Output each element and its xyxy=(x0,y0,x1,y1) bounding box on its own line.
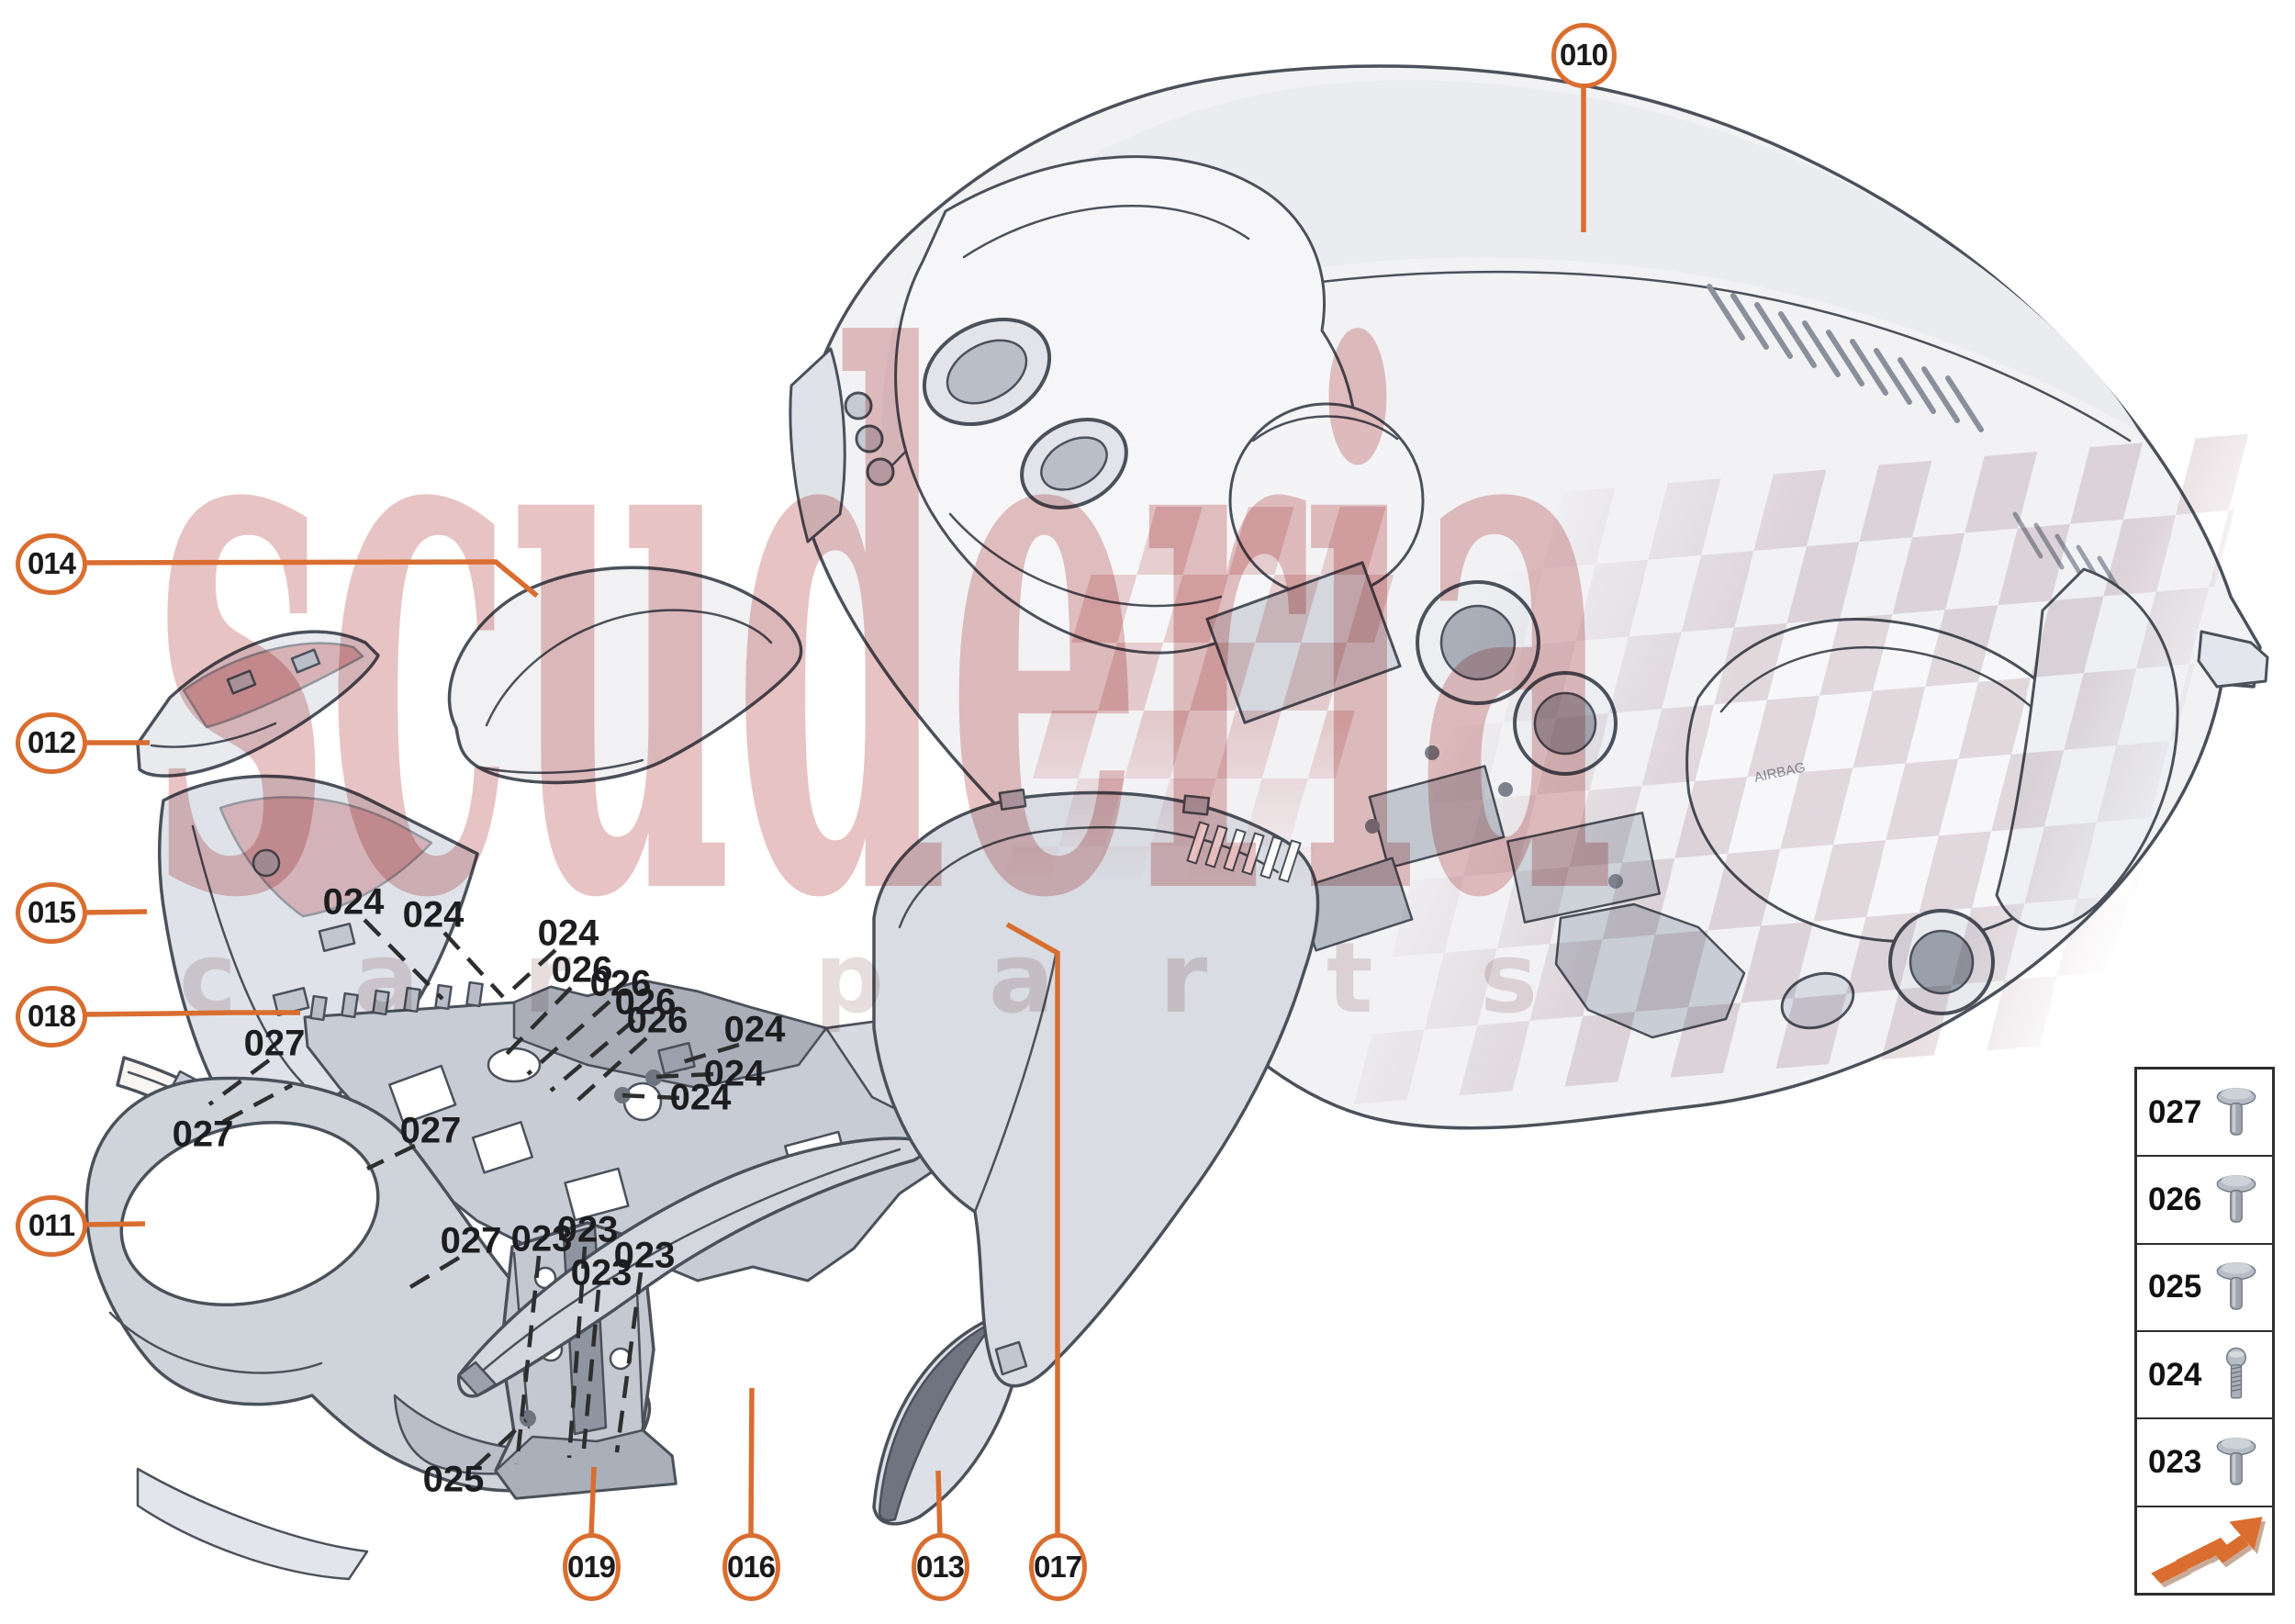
fastener-label-026-5: 026 xyxy=(614,981,677,1023)
button-screw-icon xyxy=(2216,1175,2256,1223)
callout-013[interactable]: 013 xyxy=(911,1533,969,1601)
fastener-label-025-18: 025 xyxy=(422,1459,485,1500)
callout-019[interactable]: 019 xyxy=(562,1533,621,1601)
fastener-label-026-3: 026 xyxy=(551,949,613,991)
callout-018[interactable]: 018 xyxy=(16,985,87,1047)
machine-screw-icon xyxy=(2225,1347,2247,1399)
legend-part-number: 026 xyxy=(2148,1181,2202,1217)
button-screw-icon xyxy=(2216,1087,2256,1136)
fastener-label-027-11: 027 xyxy=(172,1114,234,1155)
part-airbag-cover xyxy=(447,566,803,785)
part-end-cap-upper xyxy=(136,630,380,778)
callout-number: 011 xyxy=(28,1208,75,1242)
scuderia-arrow-logo xyxy=(2137,1507,2272,1593)
fastener-label-026-4: 026 xyxy=(589,963,652,1004)
fastener-label-023-17: 023 xyxy=(613,1235,676,1276)
fastener-label-024-2: 024 xyxy=(537,913,599,954)
button-screw-icon xyxy=(2216,1262,2256,1311)
fastener-label-024-0: 024 xyxy=(322,881,385,923)
fastener-label-024-1: 024 xyxy=(402,894,465,935)
callout-017[interactable]: 017 xyxy=(1028,1533,1087,1601)
callout-number: 016 xyxy=(726,1550,776,1584)
fastener-label-023-15: 023 xyxy=(556,1209,619,1250)
arrow-logo-icon xyxy=(2150,1517,2266,1588)
part-side-panel xyxy=(158,774,479,1136)
legend-part-number: 025 xyxy=(2148,1269,2202,1305)
fastener-label-027-10: 027 xyxy=(243,1023,306,1064)
callout-number: 017 xyxy=(1033,1550,1082,1584)
callout-number: 015 xyxy=(27,895,76,929)
legend-part-number: 027 xyxy=(2148,1093,2202,1130)
legend-row-023: 023 xyxy=(2137,1419,2272,1507)
button-screw-icon xyxy=(2216,1438,2256,1485)
callout-016[interactable]: 016 xyxy=(722,1533,780,1601)
fastener-label-023-14: 023 xyxy=(510,1218,573,1260)
callout-012[interactable]: 012 xyxy=(16,711,87,774)
callout-015[interactable]: 015 xyxy=(16,881,87,944)
fastener-label-027-13: 027 xyxy=(440,1220,502,1261)
callout-number: 010 xyxy=(1559,38,1608,72)
callout-010[interactable]: 010 xyxy=(1551,22,1617,88)
legend-part-number: 023 xyxy=(2148,1443,2202,1480)
callout-number: 013 xyxy=(915,1550,965,1584)
part-lower-cover xyxy=(872,789,1320,1388)
legend-row-027: 027 xyxy=(2137,1070,2272,1158)
fastener-legend-table: 027 026 025 024 023 xyxy=(2134,1067,2275,1596)
legend-row-024: 024 xyxy=(2137,1332,2272,1420)
fastener-label-026-6: 026 xyxy=(626,1000,688,1041)
callout-011[interactable]: 011 xyxy=(16,1194,87,1257)
fastener-label-027-12: 027 xyxy=(399,1110,462,1151)
callout-number: 019 xyxy=(566,1550,616,1584)
fastener-label-024-7: 024 xyxy=(723,1009,786,1050)
fastener-label-024-9: 024 xyxy=(669,1077,732,1118)
callout-014[interactable]: 014 xyxy=(16,532,87,595)
callout-number: 014 xyxy=(27,546,76,580)
legend-part-number: 024 xyxy=(2148,1356,2202,1393)
legend-row-026: 026 xyxy=(2137,1157,2272,1245)
callout-number: 012 xyxy=(27,725,76,759)
legend-row-025: 025 xyxy=(2137,1245,2272,1332)
callout-number: 018 xyxy=(27,999,76,1033)
